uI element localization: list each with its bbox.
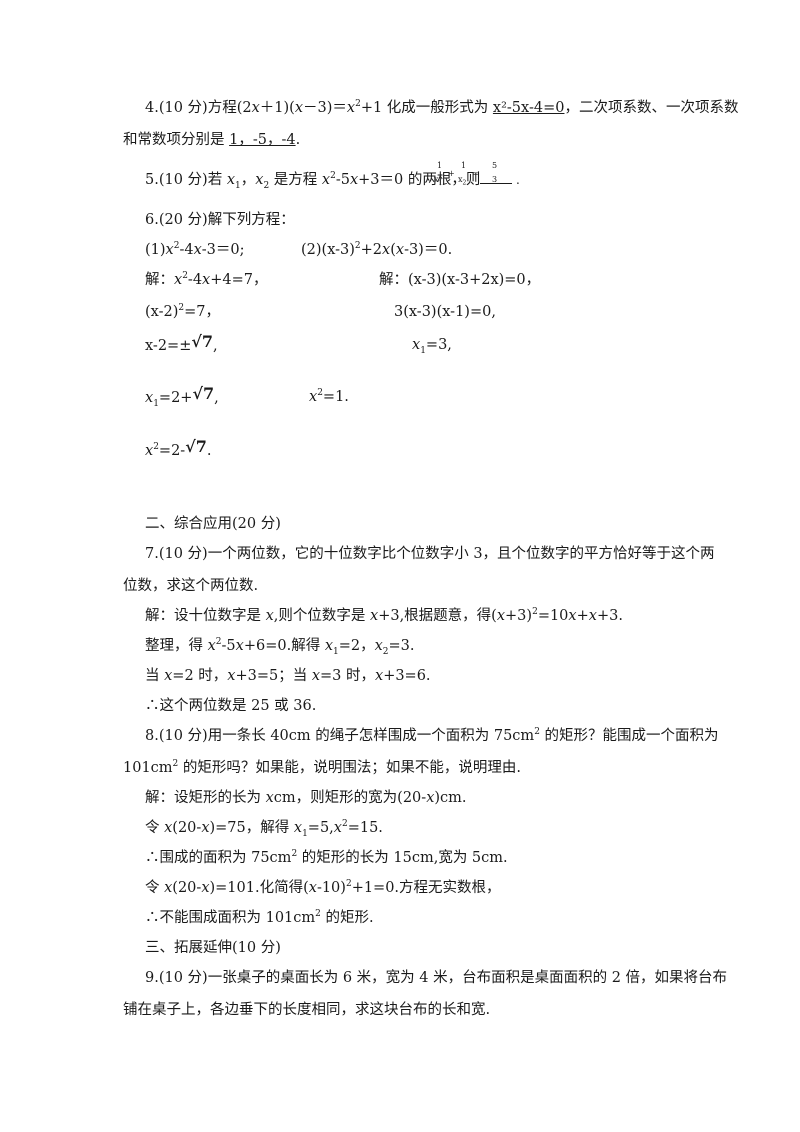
q5-period: . [516,173,520,187]
q5-plus: + [448,169,455,178]
q4-line2: 和常数项分别是 1，-5，-4. [123,132,301,148]
q6-solution2-step3: x1=3, [412,337,452,356]
q7-solution-4: ∴这个两位数是 25 或 36. [145,698,317,714]
q6-problem-2: (2)(x-3)2+2x(x-3)＝0. [301,241,453,258]
q7-solution-2: 整理，得 x2-5x+6=0.解得 x1=2，x2=3. [145,637,415,657]
q8-line1: 8.(10 分)用一条长 40cm 的绳子怎样围成一个面积为 75cm2 的矩形… [145,727,719,744]
q4-answer-general-form: x²-5x-4=0 [492,100,565,116]
sqrt-7-symbol: √7 [191,332,214,351]
q5-frac1-bottom: x1 [434,175,443,187]
q6-solution1-step4: x1=2+√7, [145,384,219,409]
q9-line2: 铺在桌子上，各边垂下的长度相同，求这块台布的长和宽. [123,1002,491,1018]
q6-solution1-step1: 解：x2-4x+4=7， [145,271,268,288]
q5-answer-top: 5 [492,161,498,170]
q4-answer-coefficients: 1，-5，-4 [229,132,296,148]
q5-frac2-top: 1 [461,161,467,170]
section-2-heading: 二、综合应用(20 分) [145,516,281,532]
q5-line: 5.(10 分)若 x1，x2 是方程 x2-5x+3＝0 的两根，则 [145,171,481,191]
q4-line1: 4.(10 分)方程(2x＋1)(x－3)＝x2+1 化成一般形式为 x²-5x… [145,99,739,116]
q5-frac2-bottom: x2 [458,175,467,187]
q7-solution-3: 当 x=2 时，x+3=5；当 x=3 时，x+3=6. [145,668,431,684]
q7-line1: 7.(10 分)一个两位数，它的十位数字比个位数字小 3，且个位数字的平方恰好等… [145,546,715,562]
q8-solution-3: ∴围成的面积为 75cm2 的矩形的长为 15cm,宽为 5cm. [145,849,508,866]
q5-answer-underline [480,183,512,184]
section-3-heading: 三、拓展延伸(10 分) [145,940,281,956]
q5-fraction-expression: 1 x1 + 1 x2 = 5 3 . [434,160,524,190]
q8-solution-1: 解：设矩形的长为 xcm，则矩形的宽为(20-x)cm. [145,790,467,806]
q8-solution-4: 令 x(20-x)=101.化简得(x-10)2+1=0.方程无实数根， [145,879,501,896]
q7-solution-1: 解：设十位数字是 x,则个位数字是 x+3,根据题意，得(x+3)2=10x+x… [145,607,623,624]
q8-solution-2: 令 x(20-x)=75，解得 x1=5,x2=15. [145,819,383,839]
q7-line2: 位数，求这个两位数. [123,578,259,594]
q6-problem-1: (1)x2-4x-3＝0; [145,241,245,258]
q5-equals: = [472,169,479,178]
q6-solution2-step1: 解：(x-3)(x-3+2x)=0， [379,272,541,288]
q9-line1: 9.(10 分)一张桌子的桌面长为 6 米，宽为 4 米，台布面积是桌面面积的 … [145,970,728,986]
q5-answer-bottom: 3 [492,175,498,184]
q6-solution2-step4: x2=1. [309,388,349,405]
q8-solution-5: ∴不能围成面积为 101cm2 的矩形. [145,909,374,926]
q6-solution1-step2: (x-2)2=7， [145,303,220,320]
q6-solution2-step2: 3(x-3)(x-1)=0, [394,304,496,320]
q6-solution1-step3: x-2=±√7, [145,332,218,354]
q5-frac1-top: 1 [437,161,443,170]
q6-title: 6.(20 分)解下列方程： [145,212,295,228]
sqrt-7-symbol: √7 [192,384,215,403]
q8-line2: 101cm2 的矩形吗？如果能，说明围法；如果不能，说明理由. [123,759,521,776]
sqrt-7-symbol: √7 [185,437,207,456]
q6-solution1-step5: x2=2-√7. [145,437,212,459]
